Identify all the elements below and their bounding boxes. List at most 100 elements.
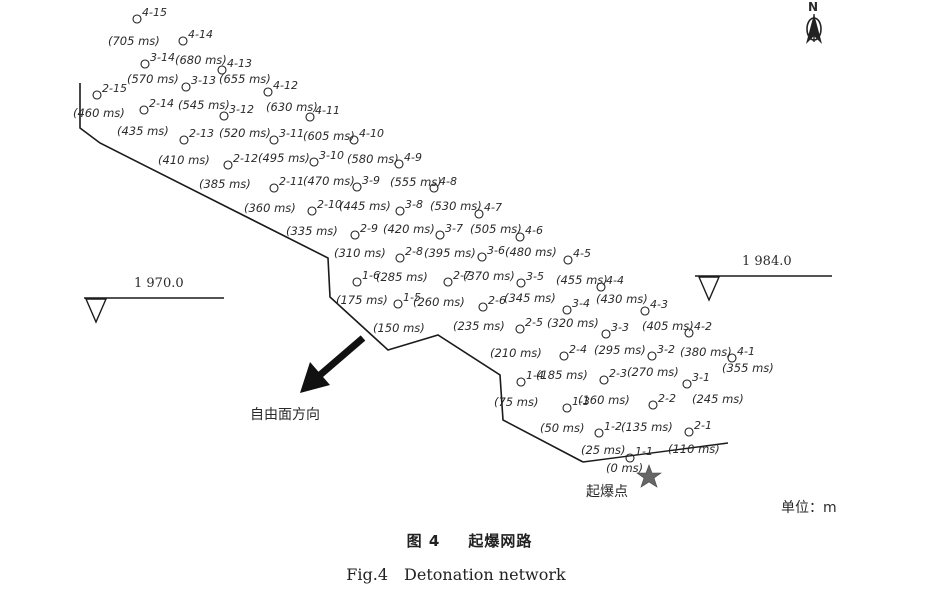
blast-hole-id-label: 2-14 [149,97,174,110]
blast-hole-id-label: 4-12 [273,79,298,92]
figure-title-en: Detonation network [404,565,566,584]
blast-hole-id-label: 2-7 [453,269,471,282]
blast-hole-id-label: 4-14 [188,28,213,41]
elevation-left-label: 1 970.0 [134,276,184,291]
blast-hole-delay-label: (520 ms) [219,126,271,140]
blast-hole-delay-label: (460 ms) [73,106,125,120]
figure-title-cn: 起爆网路 [468,532,533,550]
blast-hole-marker [139,105,149,115]
detonation-network-diagram: N 1 970.0 1 984.0 自由面方向 起爆点 单位：m 1-1 (0 m… [73,0,837,516]
blast-hole-marker [140,59,150,69]
blast-hole-marker [594,428,604,438]
blast-hole-delay-label: (495 ms) [258,151,310,165]
blast-hole-marker [474,209,484,219]
blast-hole-marker [269,135,279,145]
blast-hole-delay-label: (150 ms) [373,321,425,335]
initiation-point-star-icon [636,464,662,488]
blast-hole-marker [648,400,658,410]
blast-hole-marker [223,160,233,170]
blast-hole-marker [350,230,360,240]
blast-hole-delay-label: (270 ms) [627,365,679,379]
blast-hole-delay-label: (355 ms) [722,361,774,375]
blast-hole-marker [395,253,405,263]
blast-hole-marker [562,403,572,413]
blast-hole-marker [601,329,611,339]
blast-hole-marker [516,278,526,288]
blast-hole-id-label: 3-12 [229,103,254,116]
blast-hole-id-label: 3-1 [692,371,710,384]
blast-hole-delay-label: (570 ms) [127,72,179,86]
blast-hole-id-label: 3-14 [150,51,175,64]
blast-hole-id-label: 2-15 [102,82,127,95]
blast-hole-delay-label: (285 ms) [376,270,428,284]
blast-hole-marker [684,427,694,437]
blast-hole-delay-label: (420 ms) [383,222,435,236]
blast-hole-marker [515,232,525,242]
bench-toe-line [582,442,729,463]
blast-hole-delay-label: (370 ms) [463,269,515,283]
blast-hole-marker [640,306,650,316]
blast-hole-id-label: 2-13 [189,127,214,140]
blast-hole-delay-label: (545 ms) [178,98,230,112]
blast-hole-delay-label: (430 ms) [596,292,648,306]
blast-hole-marker [352,182,362,192]
blast-hole-id-label: 4-3 [650,298,668,311]
blast-hole-id-label: 4-9 [404,151,422,164]
blast-hole-delay-label: (470 ms) [303,174,355,188]
blast-hole-delay-label: (135 ms) [621,420,673,434]
blast-hole-id-label: 3-4 [572,297,590,310]
figure-caption-english: Fig.4 Detonation network [0,565,912,584]
blast-hole-delay-label: (0 ms) [606,461,643,475]
blast-hole-id-label: 3-2 [657,343,675,356]
blast-hole-marker [682,379,692,389]
blast-hole-marker [349,135,359,145]
blast-hole-id-label: 4-8 [439,175,457,188]
blast-hole-id-label: 1-1 [635,445,653,458]
blast-hole-delay-label: (580 ms) [347,152,399,166]
blast-hole-marker [394,159,404,169]
blast-holes-layer: 1-1(0 ms)2-1(110 ms)3-1(245 ms)4-1(355 m… [73,6,774,475]
blast-hole-delay-label: (310 ms) [334,246,386,260]
blast-hole-marker [305,112,315,122]
blast-hole-delay-label: (320 ms) [547,316,599,330]
unit-label: 单位：m [781,500,837,516]
elevation-marker-right: 1 984.0 [695,254,832,302]
blast-hole-id-label: 3-10 [319,149,344,162]
blast-hole-id-label: 1-6 [362,269,380,282]
blast-hole-id-label: 3-6 [487,244,505,257]
blast-hole-id-label: 4-6 [525,224,543,237]
blast-hole-marker [478,302,488,312]
blast-hole-marker [352,277,362,287]
blast-hole-delay-label: (555 ms) [390,175,442,189]
blast-hole-delay-label: (160 ms) [578,393,630,407]
blast-hole-delay-label: (405 ms) [642,319,694,333]
blast-hole-delay-label: (360 ms) [244,201,296,215]
blast-hole-id-label: 3-9 [362,174,380,187]
blast-hole-id-label: 4-13 [227,57,252,70]
north-arrow-icon: N [806,0,822,44]
blast-hole-marker [684,328,694,338]
free-face-direction-label: 自由面方向 [250,407,320,423]
blast-hole-delay-label: (505 ms) [470,222,522,236]
blast-hole-delay-label: (395 ms) [424,246,476,260]
figure-number-en: Fig.4 [346,565,389,584]
blast-hole-delay-label: (530 ms) [430,199,482,213]
blast-hole-delay-label: (630 ms) [266,100,318,114]
blast-hole-id-label: 2-3 [609,367,627,380]
blast-hole-marker [395,206,405,216]
blast-hole-delay-label: (210 ms) [490,346,542,360]
blast-hole-id-label: 4-7 [484,201,502,214]
blast-hole-marker [181,82,191,92]
blast-hole-delay-label: (605 ms) [303,129,355,143]
blast-hole-marker [727,353,737,363]
blast-hole-delay-label: (380 ms) [680,345,732,359]
initiation-point-label: 起爆点 [586,484,628,500]
bench-crest-line [79,83,584,463]
blast-hole-marker [307,206,317,216]
blast-hole-marker [559,351,569,361]
blast-hole-marker [92,90,102,100]
blast-hole-id-label: 4-10 [359,127,384,140]
blast-hole-id-label: 2-11 [279,175,304,188]
blast-hole-delay-label: (335 ms) [286,224,338,238]
